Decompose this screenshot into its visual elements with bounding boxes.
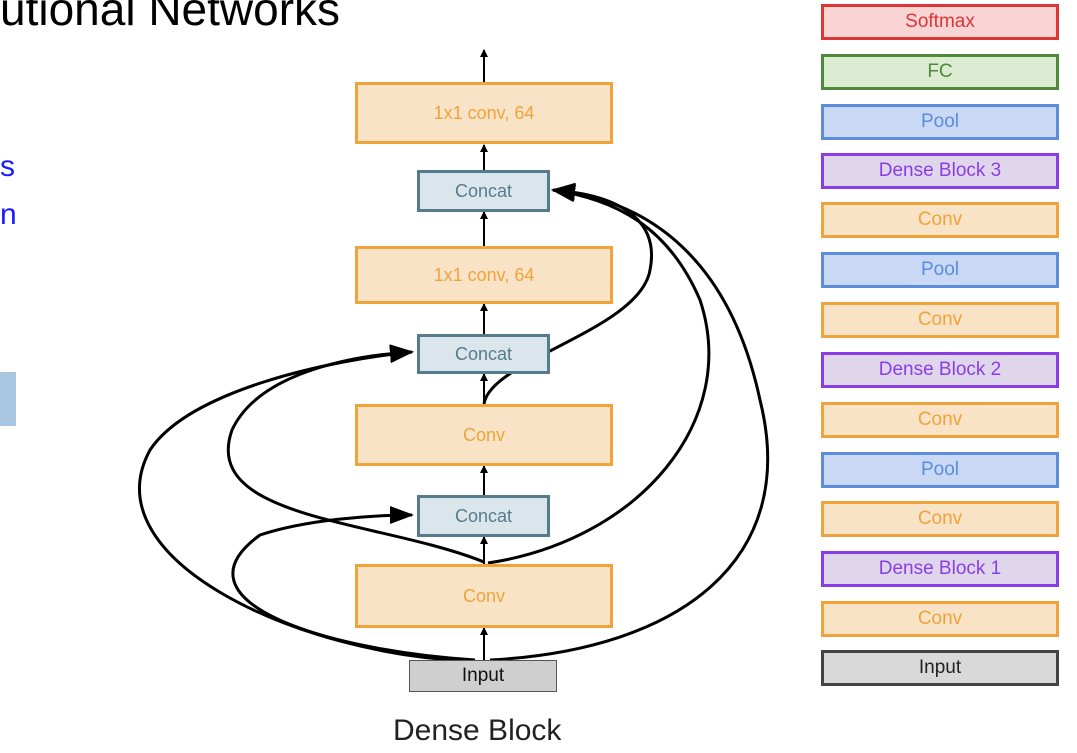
layer-conv: Conv <box>821 302 1059 338</box>
concat-node-2: Concat <box>417 334 550 374</box>
layer-dense-block-2: Dense Block 2 <box>821 352 1059 388</box>
slide-highlight-bar <box>0 372 16 426</box>
layer-conv: Conv <box>821 501 1059 537</box>
block-input: Input <box>409 660 557 692</box>
block-conv-1: Conv <box>355 564 613 628</box>
slide-text-fragment: n <box>0 198 17 231</box>
concat-node-3: Concat <box>417 170 550 212</box>
block-1x1-conv-mid: 1x1 conv, 64 <box>355 246 613 304</box>
layer-conv: Conv <box>821 601 1059 637</box>
layer-pool: Pool <box>821 252 1059 288</box>
skip-connection <box>226 344 485 564</box>
skip-connection <box>487 184 711 565</box>
layer-dense-block-1: Dense Block 1 <box>821 551 1059 587</box>
layer-pool: Pool <box>821 104 1059 140</box>
slide-text-fragment: s <box>0 150 15 183</box>
slide-title: utional Networks <box>0 0 341 35</box>
layer-pool: Pool <box>821 452 1059 488</box>
block-1x1-conv-top: 1x1 conv, 64 <box>355 82 613 144</box>
skip-connection <box>489 183 770 662</box>
skip-connection <box>138 345 471 663</box>
layer-dense-block-3: Dense Block 3 <box>821 153 1059 189</box>
concat-node-1: Concat <box>417 495 550 537</box>
layer-input: Input <box>821 650 1059 686</box>
dense-block-caption: Dense Block <box>393 714 562 747</box>
layer-softmax: Softmax <box>821 4 1059 40</box>
layer-conv: Conv <box>821 202 1059 238</box>
layer-fc: FC <box>821 54 1059 90</box>
block-conv-2: Conv <box>355 404 613 466</box>
layer-conv: Conv <box>821 402 1059 438</box>
